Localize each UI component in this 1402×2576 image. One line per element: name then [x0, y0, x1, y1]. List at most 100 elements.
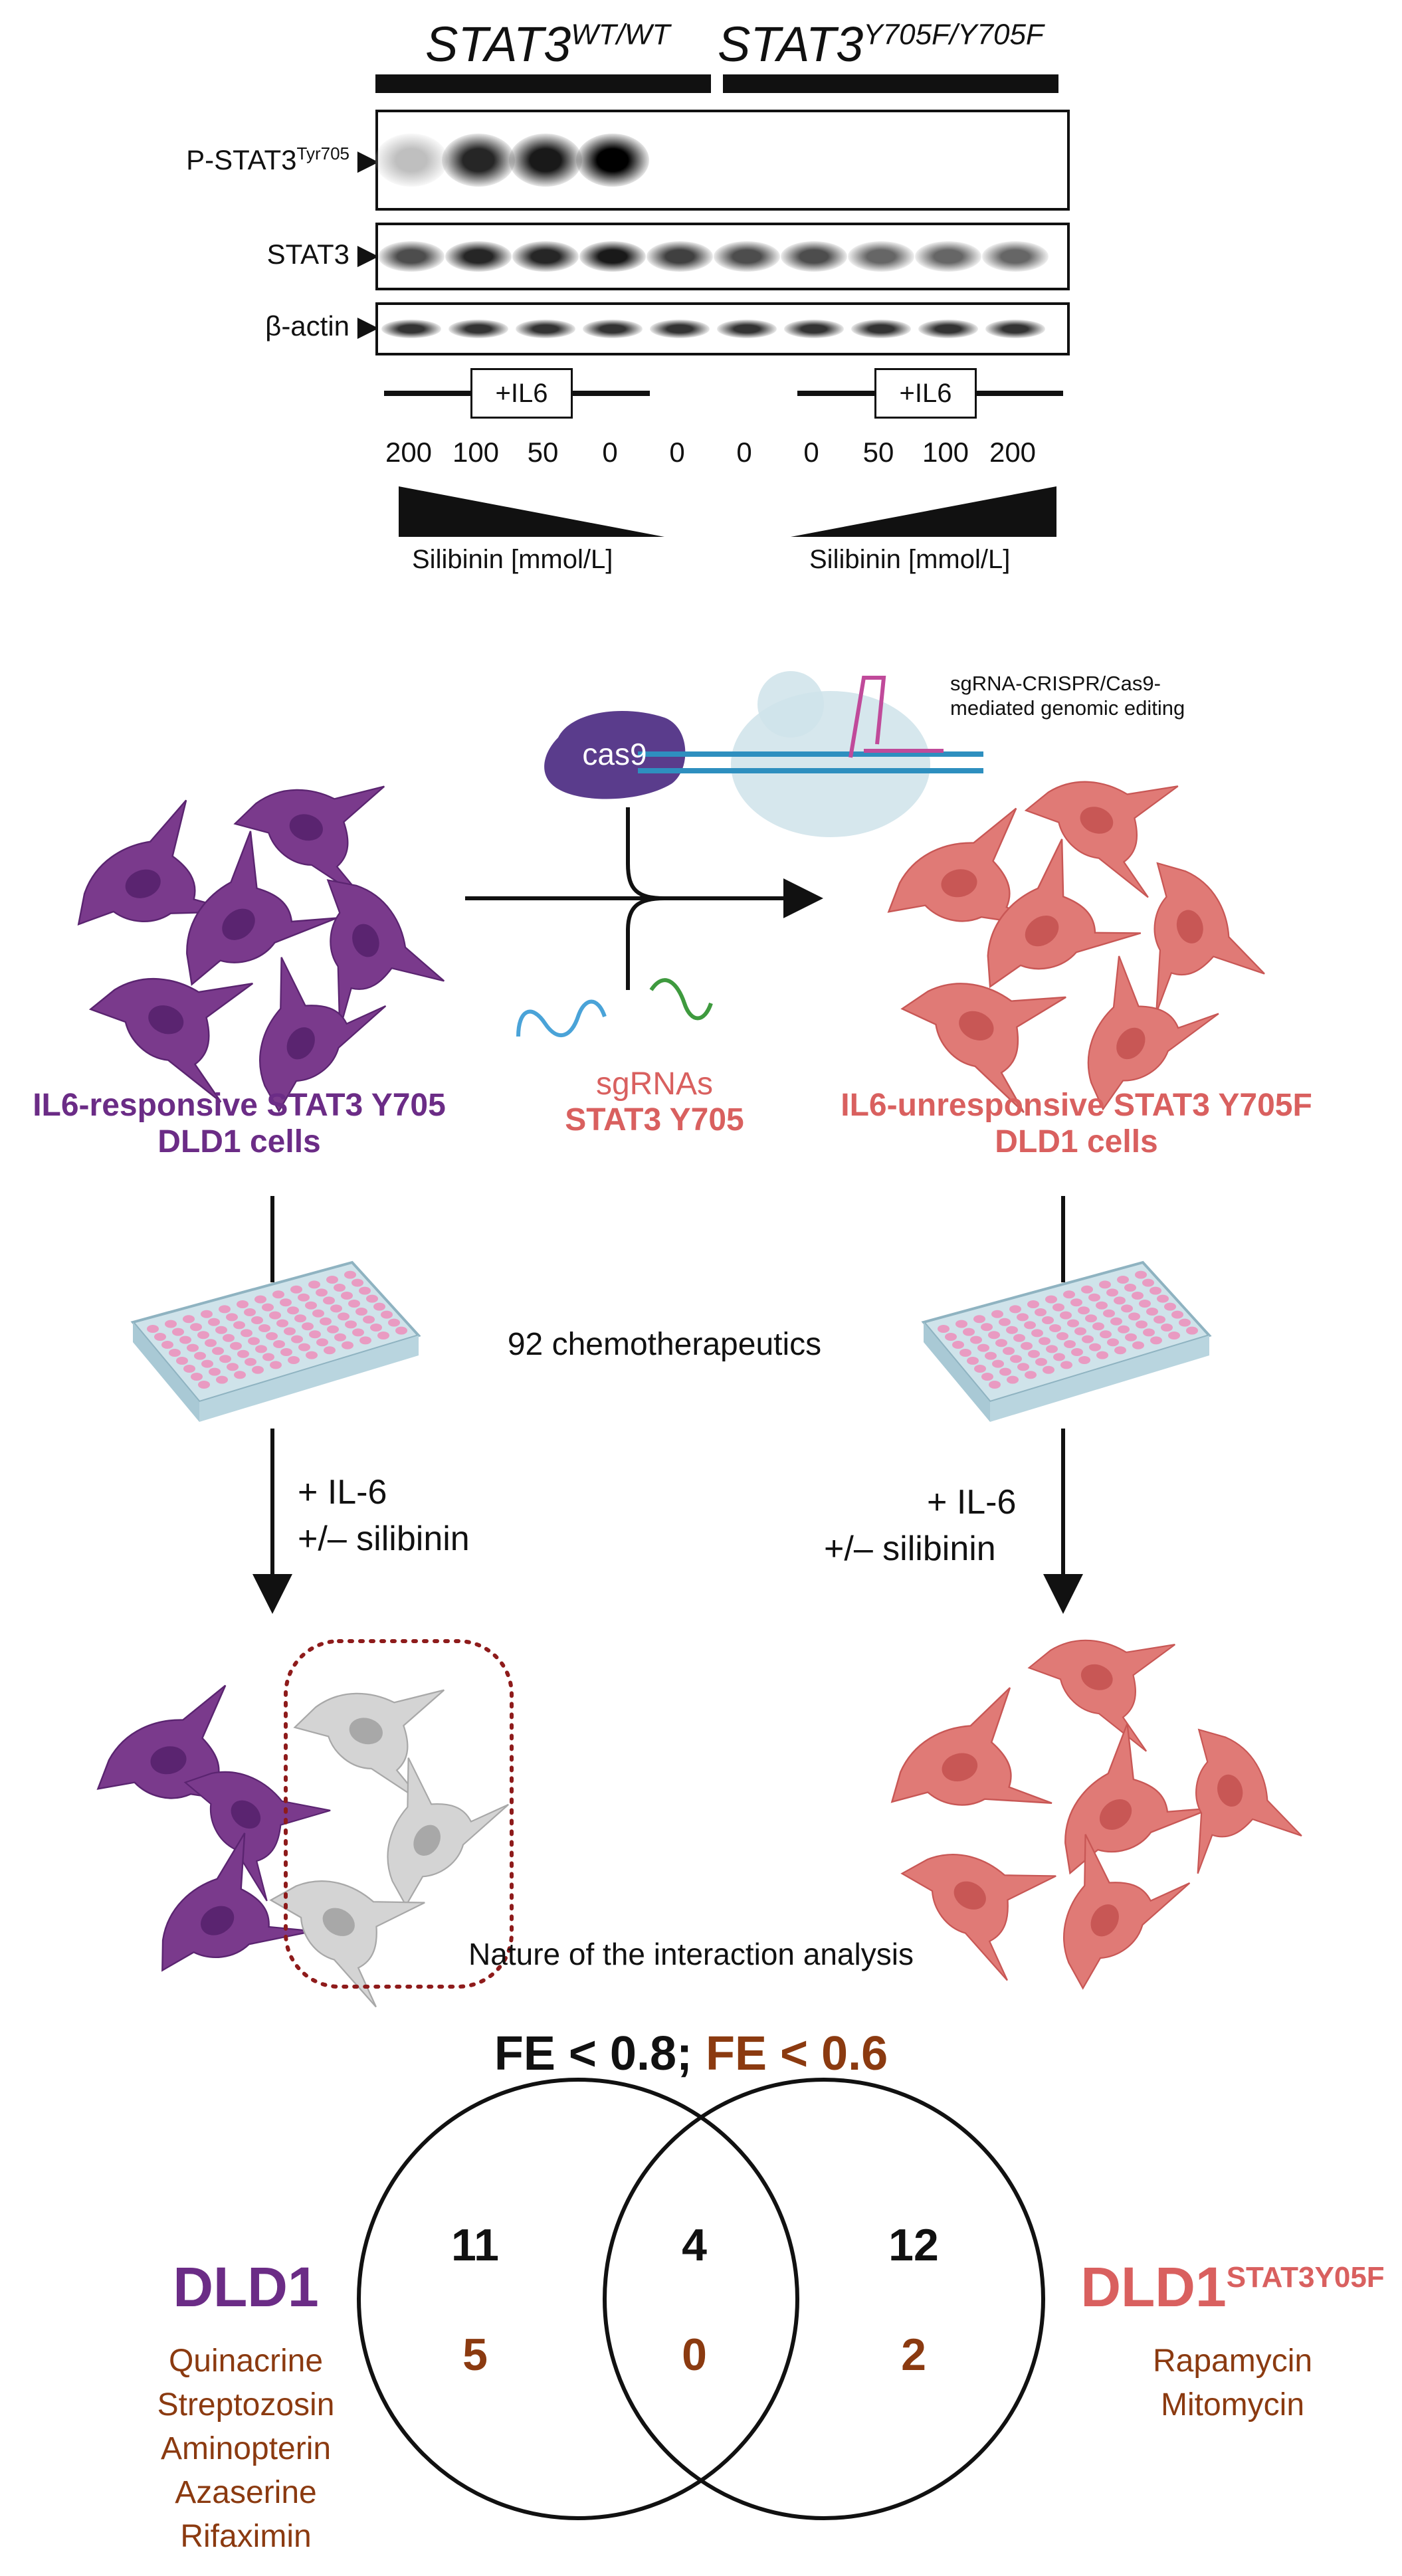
actin-band — [449, 320, 508, 338]
well — [395, 1326, 407, 1335]
treatment-right-1: + IL-6 — [927, 1483, 1017, 1522]
well — [323, 1296, 335, 1305]
well — [266, 1332, 278, 1340]
dose-label: 200 — [385, 437, 433, 468]
well — [312, 1309, 324, 1318]
pstat3-band — [576, 134, 649, 187]
well — [999, 1367, 1011, 1376]
well — [194, 1351, 206, 1360]
silibinin-label-right: Silibinin [mmol/L] — [809, 545, 1011, 574]
well — [154, 1333, 166, 1341]
crispr-caption: sgRNA-CRISPR/Cas9- mediated genomic edit… — [950, 672, 1185, 720]
well — [1027, 1300, 1039, 1308]
well — [272, 1290, 284, 1299]
well — [305, 1301, 317, 1310]
well — [363, 1316, 375, 1324]
silibinin-wedge-left — [399, 486, 664, 537]
well — [291, 1335, 303, 1343]
pstat3-band — [375, 134, 448, 187]
il6-box-left: +IL6 — [470, 368, 573, 419]
well — [1168, 1332, 1180, 1339]
dose-label: 200 — [989, 437, 1037, 468]
well — [241, 1329, 252, 1338]
workflow-graphics — [50, 671, 1305, 2009]
actin-band — [851, 320, 911, 338]
well — [355, 1308, 367, 1316]
well — [284, 1327, 296, 1336]
silibinin-wedges — [399, 486, 1056, 537]
venn-right-set-label: DLD1STAT3Y05F — [1080, 2259, 1384, 2315]
venn-right-set-sup: STAT3Y05F — [1226, 2261, 1385, 2294]
pstat3-band — [442, 134, 515, 187]
well — [230, 1341, 242, 1350]
right-drug-item: Mitomycin — [1160, 2387, 1305, 2423]
well — [959, 1349, 971, 1357]
analysis-label: Nature of the interaction analysis — [468, 1937, 914, 1971]
genotype-wt-sup: WT/WT — [571, 18, 670, 51]
well — [351, 1278, 363, 1287]
left-drug-item: Azaserine — [175, 2475, 317, 2510]
well — [981, 1373, 993, 1381]
stat3-band — [579, 241, 646, 272]
well — [1049, 1324, 1061, 1332]
well — [1060, 1311, 1072, 1320]
well — [258, 1324, 270, 1332]
stat3-band — [848, 241, 914, 272]
well — [172, 1328, 184, 1336]
well — [216, 1375, 228, 1384]
well — [1035, 1357, 1047, 1366]
venn-left-count-08: 11 — [451, 2220, 499, 2270]
well — [280, 1298, 292, 1307]
well — [287, 1306, 299, 1315]
well — [237, 1349, 249, 1358]
well — [1064, 1340, 1076, 1348]
well — [1046, 1345, 1058, 1353]
well — [1092, 1322, 1104, 1331]
venn-title-part1: FE < 0.8; — [494, 2027, 706, 2080]
well — [1136, 1320, 1148, 1329]
row-label-pstat3-sup: Tyr705 — [296, 144, 350, 163]
stat3-band — [714, 241, 780, 272]
well — [1164, 1302, 1176, 1311]
well — [1017, 1313, 1029, 1322]
well — [327, 1325, 339, 1334]
well — [1171, 1310, 1183, 1319]
well — [1063, 1290, 1075, 1299]
well — [288, 1356, 300, 1364]
well — [345, 1320, 357, 1329]
well — [1096, 1351, 1108, 1359]
well — [1186, 1326, 1198, 1335]
well — [1078, 1306, 1090, 1315]
venn-right-count-08: 12 — [888, 2220, 939, 2270]
stat3-band — [982, 241, 1049, 272]
stat3-band — [512, 241, 579, 272]
well — [334, 1284, 346, 1292]
well — [316, 1338, 328, 1347]
well — [298, 1343, 310, 1351]
well — [233, 1321, 245, 1330]
silibinin-wedge-right — [791, 486, 1056, 537]
well — [223, 1334, 235, 1342]
well — [1161, 1324, 1173, 1332]
well — [1124, 1284, 1136, 1292]
well — [945, 1333, 957, 1341]
stat3-band — [915, 241, 981, 272]
well — [377, 1332, 389, 1339]
venn-right-count-06: 2 — [901, 2329, 926, 2380]
well — [183, 1365, 195, 1373]
well — [973, 1315, 985, 1324]
well — [244, 1308, 256, 1316]
well — [981, 1323, 993, 1332]
well-plate-right — [922, 1261, 1211, 1423]
dose-label: 100 — [922, 437, 969, 468]
well — [359, 1286, 371, 1295]
genotype-wt-text: STAT3 — [425, 17, 571, 72]
well — [992, 1359, 1004, 1368]
well — [251, 1316, 263, 1324]
well — [252, 1365, 264, 1374]
sgrna-label-2: STAT3 Y705 — [565, 1102, 744, 1138]
well — [359, 1336, 371, 1345]
well — [276, 1319, 288, 1328]
well — [234, 1371, 246, 1379]
well — [1006, 1326, 1018, 1334]
